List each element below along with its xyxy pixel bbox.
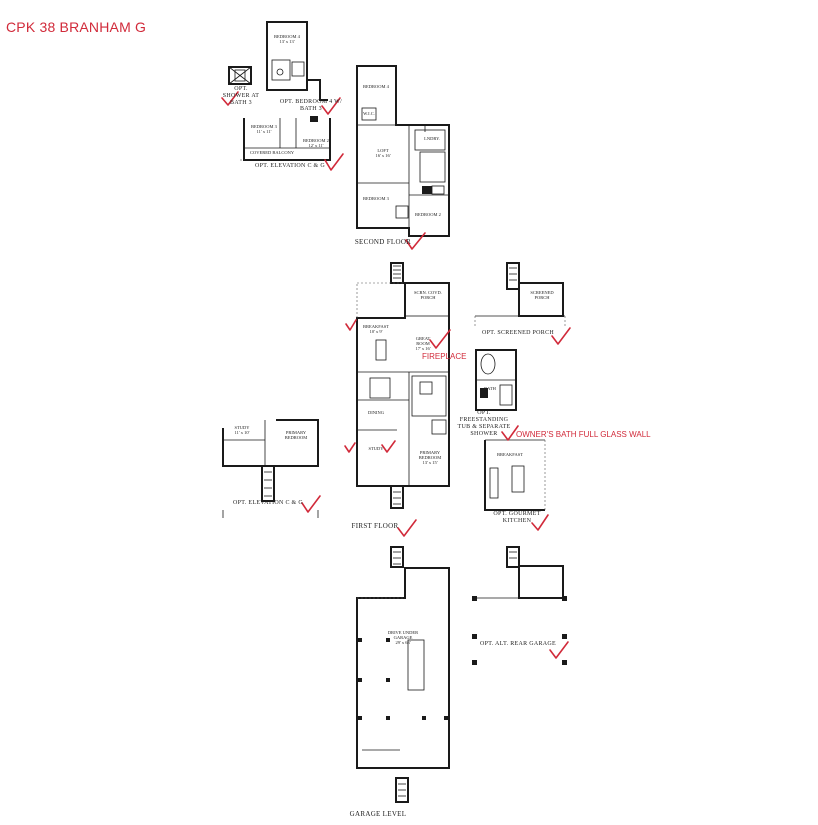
opt-screened-porch-plan (474, 262, 566, 326)
check-mark-icon (345, 319, 357, 331)
opt-alt-rear-garage-plan (472, 546, 567, 665)
room-label: BATH (484, 386, 496, 391)
caption-opt-screened-porch: OPT. SCREENED PORCH (481, 330, 555, 336)
opt-freestanding-tub-plan (475, 349, 517, 411)
caption-garage-level: GARAGE LEVEL (349, 810, 407, 818)
caption-opt-freestanding: OPT. FREESTANDING TUB & SEPARATE SHOWER (457, 410, 511, 437)
opt-elevation-lower-plan (222, 419, 319, 518)
opt-shower-plan (228, 66, 252, 85)
opt-elevation-upper-plan (240, 116, 331, 161)
room-label: SCREENED PORCH (530, 290, 554, 300)
caption-opt-shower: OPT. SHOWER AT BATH 3 (222, 86, 260, 106)
check-mark-icon (429, 329, 451, 349)
check-mark-icon (324, 153, 344, 171)
check-mark-icon (549, 641, 569, 659)
plan-title: CPK 38 BRANHAM G (6, 19, 147, 35)
room-label: BEDROOM 4 (363, 84, 389, 89)
check-mark-icon (221, 91, 239, 106)
check-mark-icon (551, 327, 571, 345)
caption-opt-elevation-lower: OPT. ELEVATION C & G (233, 500, 303, 506)
caption-opt-bedroom4: OPT. BEDROOM 4 W/ BATH 3 (279, 99, 343, 112)
first-floor-plan (356, 262, 450, 509)
caption-opt-elevation-upper: OPT. ELEVATION C & G (255, 163, 325, 169)
garage-level-plan (356, 546, 450, 803)
room-label: STUDY (368, 446, 384, 451)
check-mark-icon (301, 495, 321, 513)
second-floor-plan (356, 65, 450, 237)
check-mark-icon (321, 97, 341, 115)
room-label: DINING (368, 410, 384, 415)
room-label: LNDRY. (424, 136, 440, 141)
check-mark-icon (381, 440, 396, 453)
check-mark-icon (501, 425, 519, 441)
check-mark-icon (344, 442, 356, 453)
room-label: SCRN. COVD. PORCH (414, 290, 442, 300)
caption-second-floor: SECOND FLOOR (354, 238, 412, 246)
opt-bedroom4-plan (266, 21, 328, 101)
check-mark-icon (531, 514, 549, 531)
room-label: W.I.C. (363, 111, 375, 116)
caption-opt-gourmet-kitchen: OPT. GOURMET KITCHEN (493, 511, 541, 524)
room-label: BEDROOM 2 (415, 212, 441, 217)
annotation-owners-bath: OWNER'S BATH FULL GLASS WALL (516, 430, 651, 439)
caption-opt-alt-rear-garage: OPT. ALT. REAR GARAGE (479, 641, 557, 647)
caption-first-floor: FIRST FLOOR (351, 522, 399, 530)
room-label: BEDROOM 3 (363, 196, 389, 201)
room-label: PRIMARY BEDROOM (284, 430, 308, 440)
check-mark-icon (405, 232, 426, 250)
opt-gourmet-kitchen-plan (484, 439, 546, 511)
annotation-fireplace: FIREPLACE (422, 352, 467, 361)
room-label: COVERED BALCONY (250, 150, 295, 155)
check-mark-icon (397, 519, 417, 537)
room-label: BREAKFAST (497, 452, 523, 457)
